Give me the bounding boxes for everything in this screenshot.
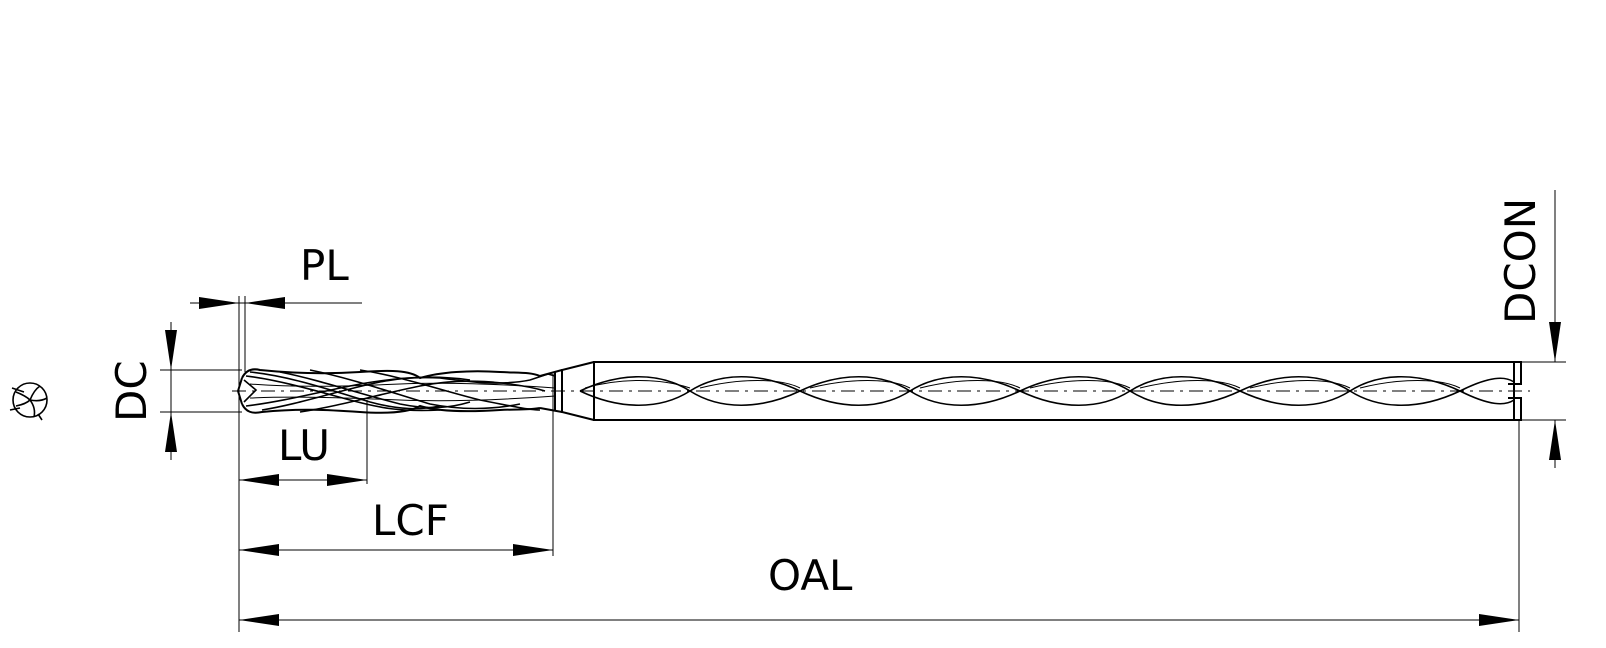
pl-dimension: PL bbox=[190, 241, 362, 309]
dc-label: DC bbox=[107, 360, 156, 422]
oal-dimension: OAL bbox=[239, 551, 1519, 626]
dcon-dimension: DCON bbox=[1496, 190, 1561, 468]
dc-dimension: DC bbox=[107, 322, 177, 460]
drill-body bbox=[236, 361, 1522, 421]
lcf-dimension: LCF bbox=[239, 496, 553, 556]
oal-label: OAL bbox=[768, 551, 853, 600]
lcf-label: LCF bbox=[372, 496, 449, 545]
drill-end-view-icon bbox=[9, 382, 48, 421]
dcon-label: DCON bbox=[1496, 198, 1545, 324]
lu-label: LU bbox=[278, 421, 330, 470]
lu-dimension: LU bbox=[239, 421, 367, 486]
pl-label: PL bbox=[300, 241, 349, 290]
extension-lines bbox=[160, 296, 1566, 632]
